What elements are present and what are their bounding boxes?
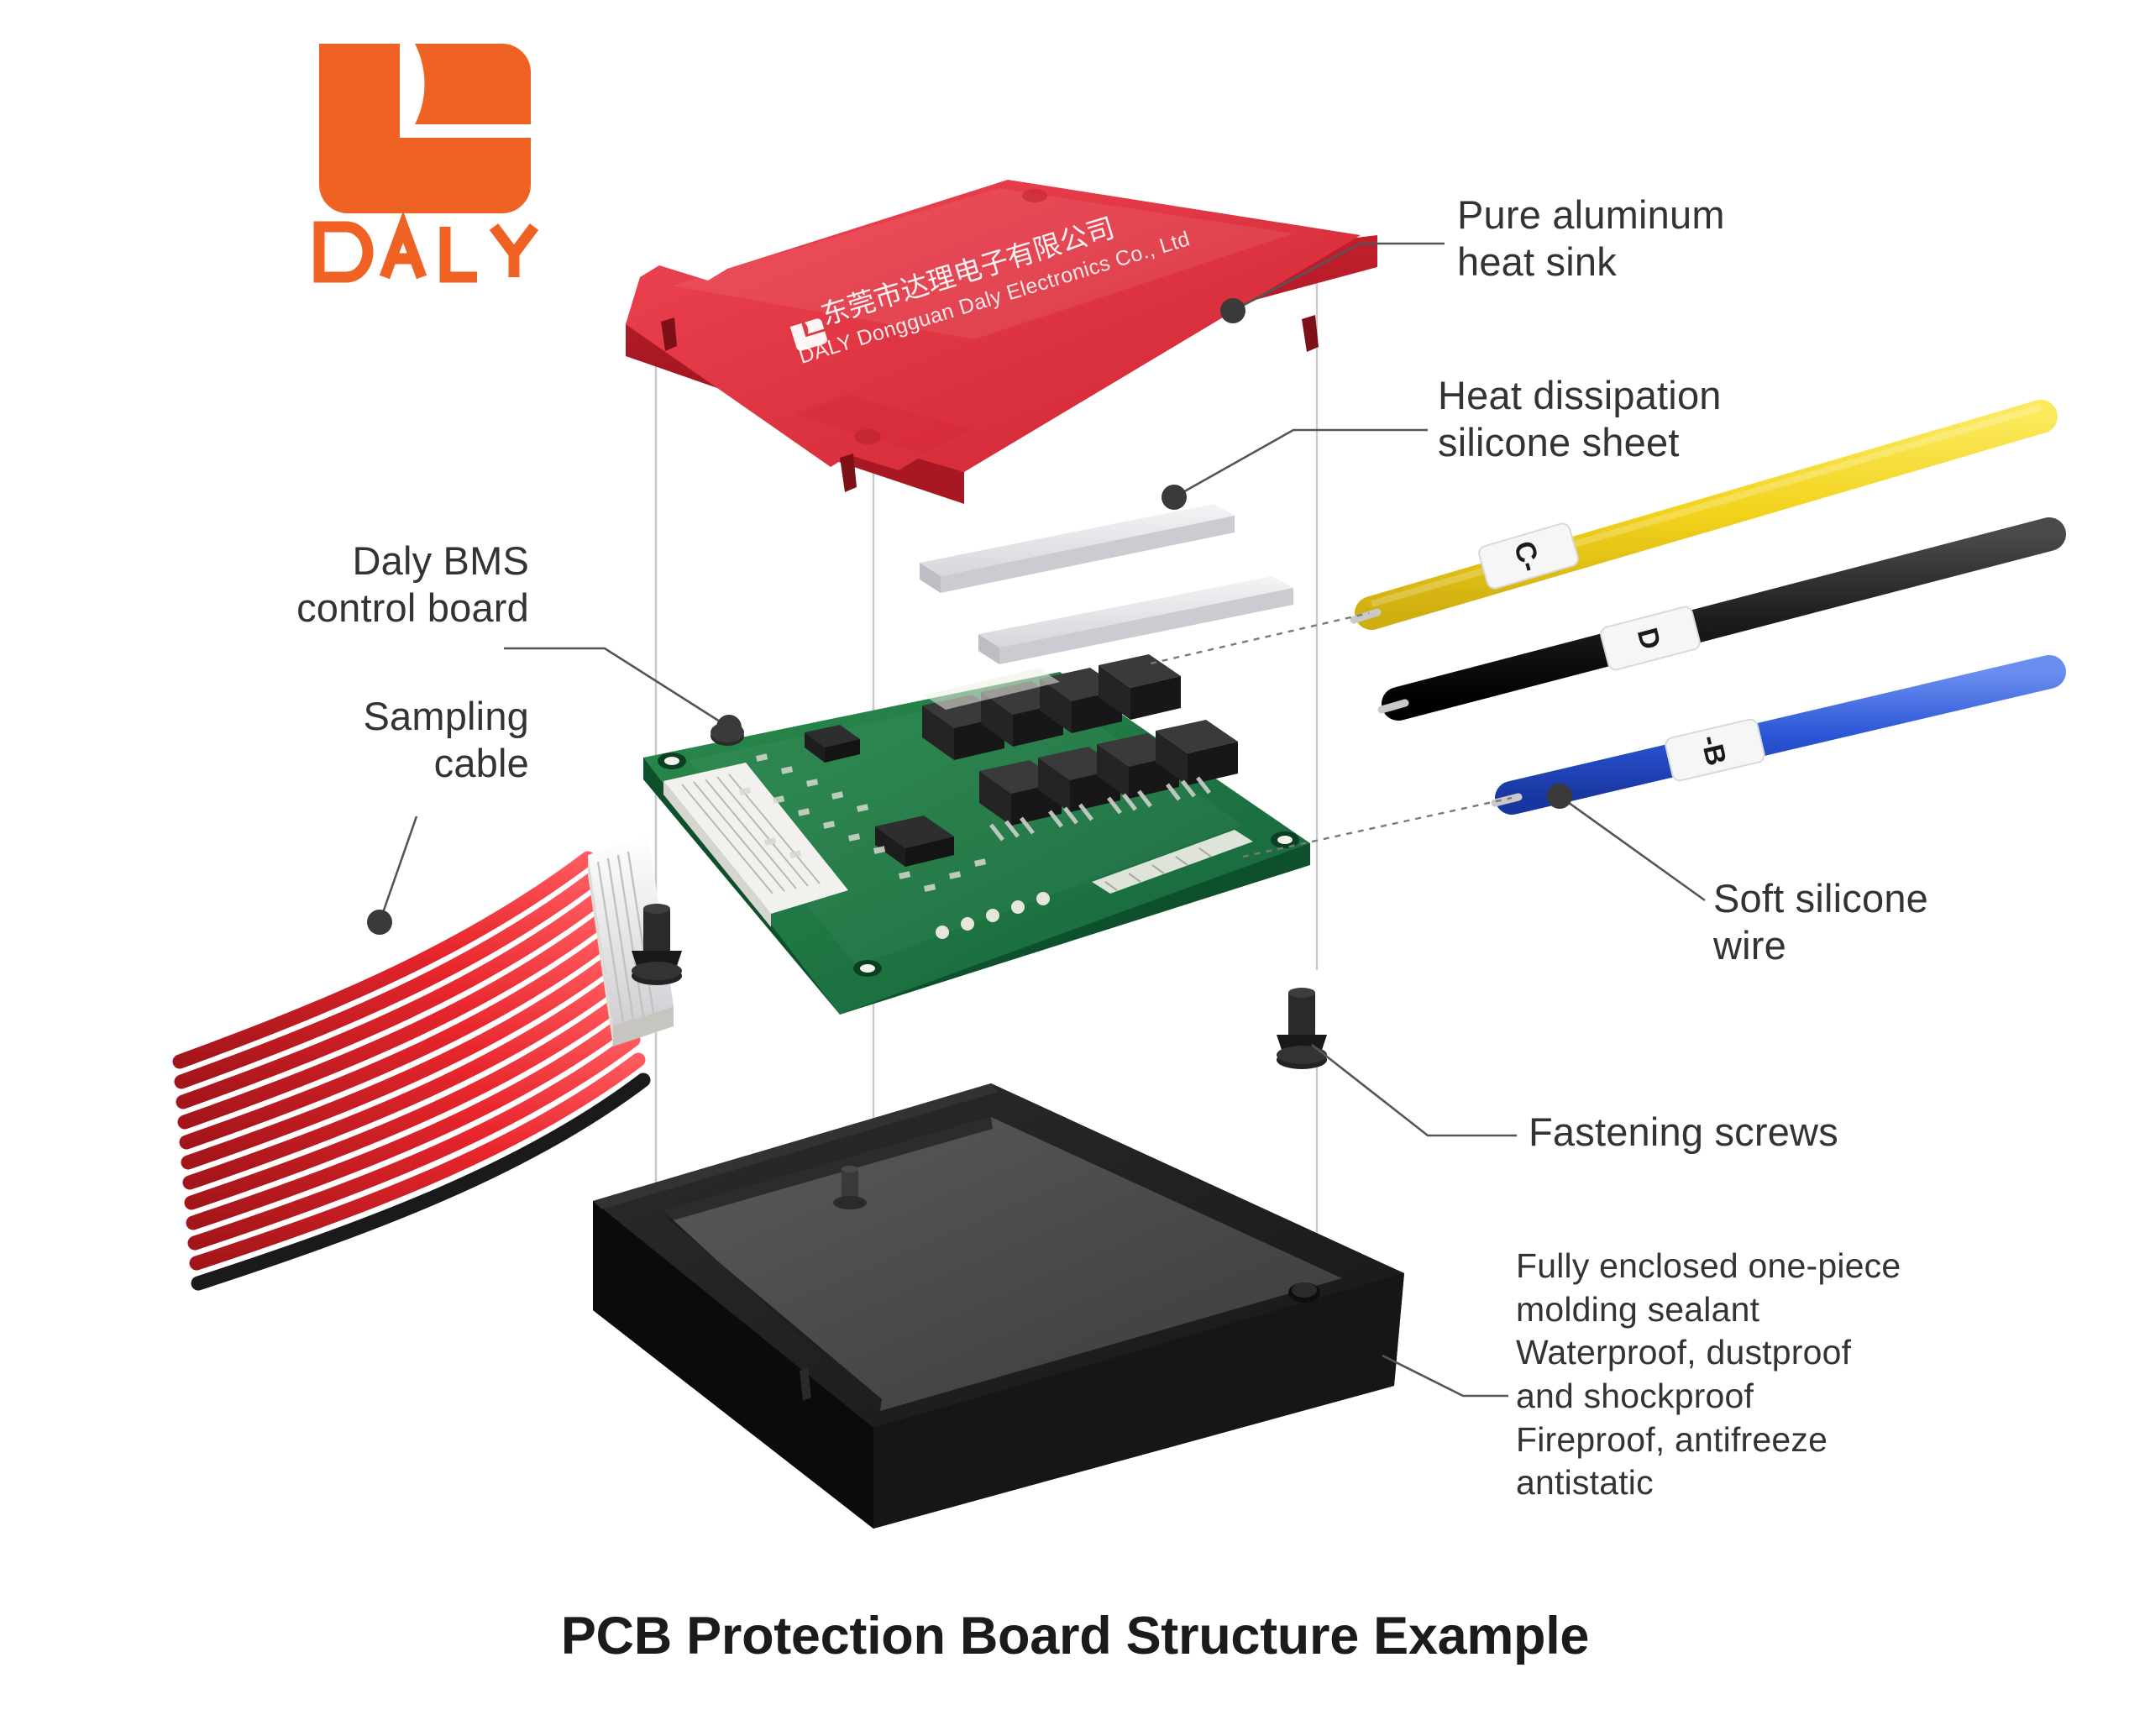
screw-right [1277, 988, 1327, 1069]
callout-label-control-board: Daly BMS control board [296, 538, 529, 631]
molding-sealant-enclosure [593, 1083, 1404, 1529]
wire-marker-blue-text: -B [1694, 732, 1732, 769]
soft-silicone-wire-black: D [1377, 517, 2066, 721]
callout-label-fastening-screws: Fastening screws [1529, 1109, 1838, 1154]
mcu-chip [875, 816, 954, 867]
daly-logo-mark [319, 44, 531, 213]
callout-label-heat-sink: Pure aluminum heat sink [1457, 192, 1725, 285]
callout-label-sampling-cable: Sampling cable [363, 694, 529, 786]
callout-label-silicone-sheet: Heat dissipation silicone sheet [1438, 373, 1722, 465]
wire-marker-yellow: C- [1478, 522, 1579, 590]
daly-logo [312, 40, 564, 292]
enclosure-screw-boss [833, 1166, 867, 1209]
screw-left [632, 904, 682, 985]
soft-silicone-wire-blue: -B [1491, 655, 2066, 815]
wire-marker-black: D [1600, 606, 1701, 671]
soft-silicone-wire-yellow: C- [1350, 400, 2058, 630]
daly-bms-control-board [643, 654, 1310, 1015]
daly-wordmark [313, 211, 539, 283]
heat-dissipation-silicone-sheet [920, 504, 1293, 664]
diagram-title: PCB Protection Board Structure Example [560, 1607, 1590, 1665]
board-sampling-connector [663, 763, 848, 927]
pure-aluminum-heat-sink: 东莞市达理电子有限公司 DALY Dongguan Daly Electroni… [626, 180, 1377, 504]
callout-label-molding-sealant: Fully enclosed one-piece molding sealant… [1516, 1246, 1901, 1503]
callout-label-soft-wire: Soft silicone wire [1713, 876, 1929, 968]
wire-marker-blue: -B [1665, 718, 1765, 782]
sampling-cable [172, 835, 674, 1291]
mosfet-row-2 [979, 720, 1238, 826]
